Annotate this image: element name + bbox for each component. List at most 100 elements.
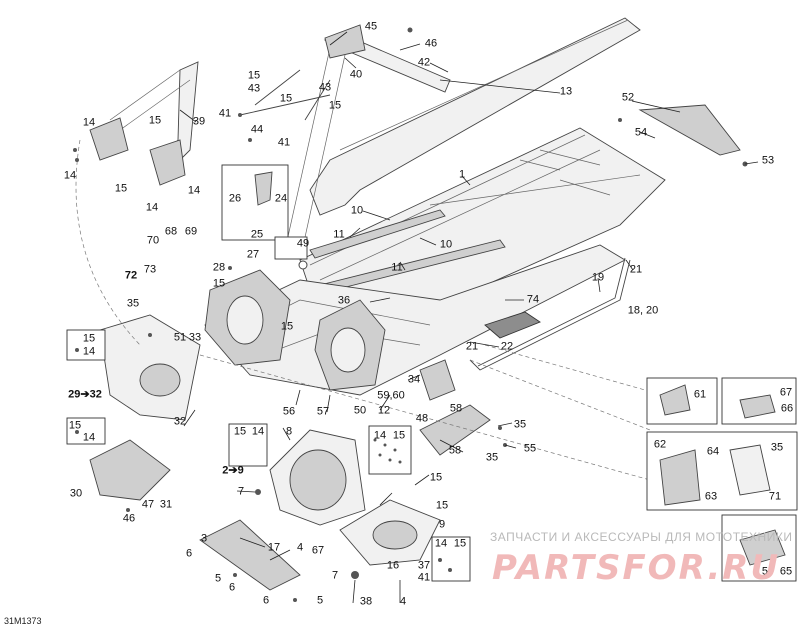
callout-6[interactable]: 6 — [262, 594, 270, 607]
callout-7[interactable]: 7 — [237, 485, 245, 498]
callout-14[interactable]: 14 — [82, 116, 96, 129]
callout-14[interactable]: 14 — [434, 537, 448, 550]
callout-15[interactable]: 15 — [435, 499, 449, 512]
callout-15[interactable]: 15 — [453, 537, 467, 550]
callout-43[interactable]: 43 — [318, 81, 332, 94]
callout-66[interactable]: 66 — [780, 402, 794, 415]
callout-30[interactable]: 30 — [69, 487, 83, 500]
callout-15[interactable]: 15 — [68, 419, 82, 432]
callout-15[interactable]: 15 — [212, 277, 226, 290]
callout-21[interactable]: 21 — [629, 263, 643, 276]
callout-46[interactable]: 46 — [122, 512, 136, 525]
callout-46[interactable]: 46 — [424, 37, 438, 50]
callout-21[interactable]: 21 — [465, 340, 479, 353]
callout-14[interactable]: 14 — [187, 184, 201, 197]
callout-14[interactable]: 14 — [82, 431, 96, 444]
callout-58[interactable]: 58 — [449, 402, 463, 415]
callout-52[interactable]: 52 — [621, 91, 635, 104]
callout-26[interactable]: 26 — [228, 192, 242, 205]
callout-8[interactable]: 8 — [285, 425, 293, 438]
callout-38[interactable]: 38 — [359, 595, 373, 608]
callout-15[interactable]: 15 — [280, 320, 294, 333]
callout-41[interactable]: 41 — [417, 571, 431, 584]
callout-56[interactable]: 56 — [282, 405, 296, 418]
callout-57[interactable]: 57 — [316, 405, 330, 418]
callout-24[interactable]: 24 — [274, 192, 288, 205]
callout-15[interactable]: 15 — [148, 114, 162, 127]
callout-14[interactable]: 14 — [373, 429, 387, 442]
callout-42[interactable]: 42 — [417, 56, 431, 69]
callout-15[interactable]: 15 — [114, 182, 128, 195]
callout-59-60[interactable]: 59,60 — [377, 389, 405, 402]
callout-50[interactable]: 50 — [353, 404, 367, 417]
callout-54[interactable]: 54 — [634, 126, 648, 139]
callout-15[interactable]: 15 — [82, 332, 96, 345]
callout-14[interactable]: 14 — [82, 345, 96, 358]
callout-44[interactable]: 44 — [250, 123, 264, 136]
callout-63[interactable]: 63 — [704, 490, 718, 503]
callout-6[interactable]: 6 — [185, 547, 193, 560]
callout-64[interactable]: 64 — [706, 445, 720, 458]
callout-28[interactable]: 28 — [212, 261, 226, 274]
callout-11[interactable]: 11 — [391, 261, 403, 274]
callout-22[interactable]: 22 — [500, 340, 514, 353]
callout-6[interactable]: 6 — [228, 581, 236, 594]
callout-25[interactable]: 25 — [250, 228, 264, 241]
callout-11[interactable]: 11 — [333, 228, 345, 241]
callout-36[interactable]: 36 — [337, 294, 351, 307]
callout-14[interactable]: 14 — [63, 169, 77, 182]
callout-69[interactable]: 69 — [184, 225, 198, 238]
callout-35[interactable]: 35 — [770, 441, 784, 454]
callout-67[interactable]: 67 — [779, 386, 793, 399]
callout-72[interactable]: 72 — [124, 269, 138, 282]
callout-27[interactable]: 27 — [246, 248, 260, 261]
callout-35[interactable]: 35 — [485, 451, 499, 464]
callout-14[interactable]: 14 — [251, 425, 265, 438]
callout-19[interactable]: 19 — [591, 271, 605, 284]
callout-73[interactable]: 73 — [143, 263, 157, 276]
callout-47[interactable]: 47 — [141, 498, 155, 511]
callout-15[interactable]: 15 — [247, 69, 261, 82]
callout-39[interactable]: 39 — [192, 115, 206, 128]
callout-40[interactable]: 40 — [349, 68, 363, 81]
callout-49[interactable]: 49 — [296, 237, 310, 250]
callout-1[interactable]: 1 — [458, 168, 466, 181]
callout-4[interactable]: 4 — [296, 541, 304, 554]
callout-34[interactable]: 34 — [407, 373, 421, 386]
callout-15[interactable]: 15 — [429, 471, 443, 484]
callout-45[interactable]: 45 — [364, 20, 378, 33]
callout-16[interactable]: 16 — [386, 559, 400, 572]
callout-10[interactable]: 10 — [439, 238, 453, 251]
callout-41[interactable]: 41 — [218, 107, 232, 120]
callout-58[interactable]: 58 — [448, 444, 462, 457]
callout-33[interactable]: 33 — [188, 331, 202, 344]
callout-51[interactable]: 51 — [173, 331, 187, 344]
callout-15[interactable]: 15 — [392, 429, 406, 442]
callout-61[interactable]: 61 — [693, 388, 707, 401]
callout-68[interactable]: 68 — [164, 225, 178, 238]
callout-2-9[interactable]: 2➔9 — [222, 464, 244, 477]
callout-3[interactable]: 3 — [200, 532, 208, 545]
callout-10[interactable]: 10 — [350, 204, 364, 217]
callout-71[interactable]: 71 — [768, 490, 782, 503]
callout-29-32[interactable]: 29➔32 — [68, 388, 102, 401]
callout-5[interactable]: 5 — [214, 572, 222, 585]
callout-55[interactable]: 55 — [523, 442, 537, 455]
callout-15[interactable]: 15 — [279, 92, 293, 105]
callout-13[interactable]: 13 — [559, 85, 573, 98]
callout-15[interactable]: 15 — [233, 425, 247, 438]
callout-15[interactable]: 15 — [328, 99, 342, 112]
callout-65[interactable]: 65 — [779, 565, 793, 578]
callout-4[interactable]: 4 — [399, 595, 407, 608]
callout-53[interactable]: 53 — [761, 154, 775, 167]
callout-14[interactable]: 14 — [145, 201, 159, 214]
callout-35[interactable]: 35 — [513, 418, 527, 431]
callout-9[interactable]: 9 — [438, 518, 446, 531]
callout-5[interactable]: 5 — [316, 594, 324, 607]
callout-62[interactable]: 62 — [653, 438, 667, 451]
callout-12[interactable]: 12 — [377, 404, 391, 417]
callout-31[interactable]: 31 — [159, 498, 173, 511]
callout-74[interactable]: 74 — [526, 293, 540, 306]
callout-57[interactable]: 57 — [761, 565, 775, 578]
callout-32[interactable]: 32 — [173, 415, 187, 428]
